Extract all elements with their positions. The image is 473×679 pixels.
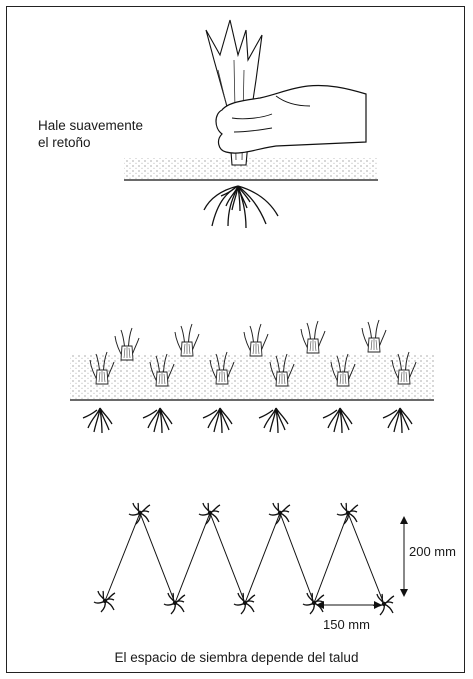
horizontal-spacing-label: 150 mm bbox=[323, 616, 370, 633]
pull-instruction-label: Hale suavemente el retoño bbox=[38, 117, 188, 151]
vertical-spacing-label: 200 mm bbox=[409, 543, 456, 560]
horizontal-dimension-arrow bbox=[316, 601, 382, 609]
pull-instruction-line1: Hale suavemente bbox=[38, 117, 188, 134]
vertical-dimension-arrow bbox=[400, 516, 408, 597]
pull-instruction-line2: el retoño bbox=[38, 134, 188, 151]
figure-caption: El espacio de siembra depende del talud bbox=[0, 650, 473, 665]
planted-row-illustration bbox=[70, 320, 434, 433]
spacing-pattern bbox=[94, 503, 394, 615]
